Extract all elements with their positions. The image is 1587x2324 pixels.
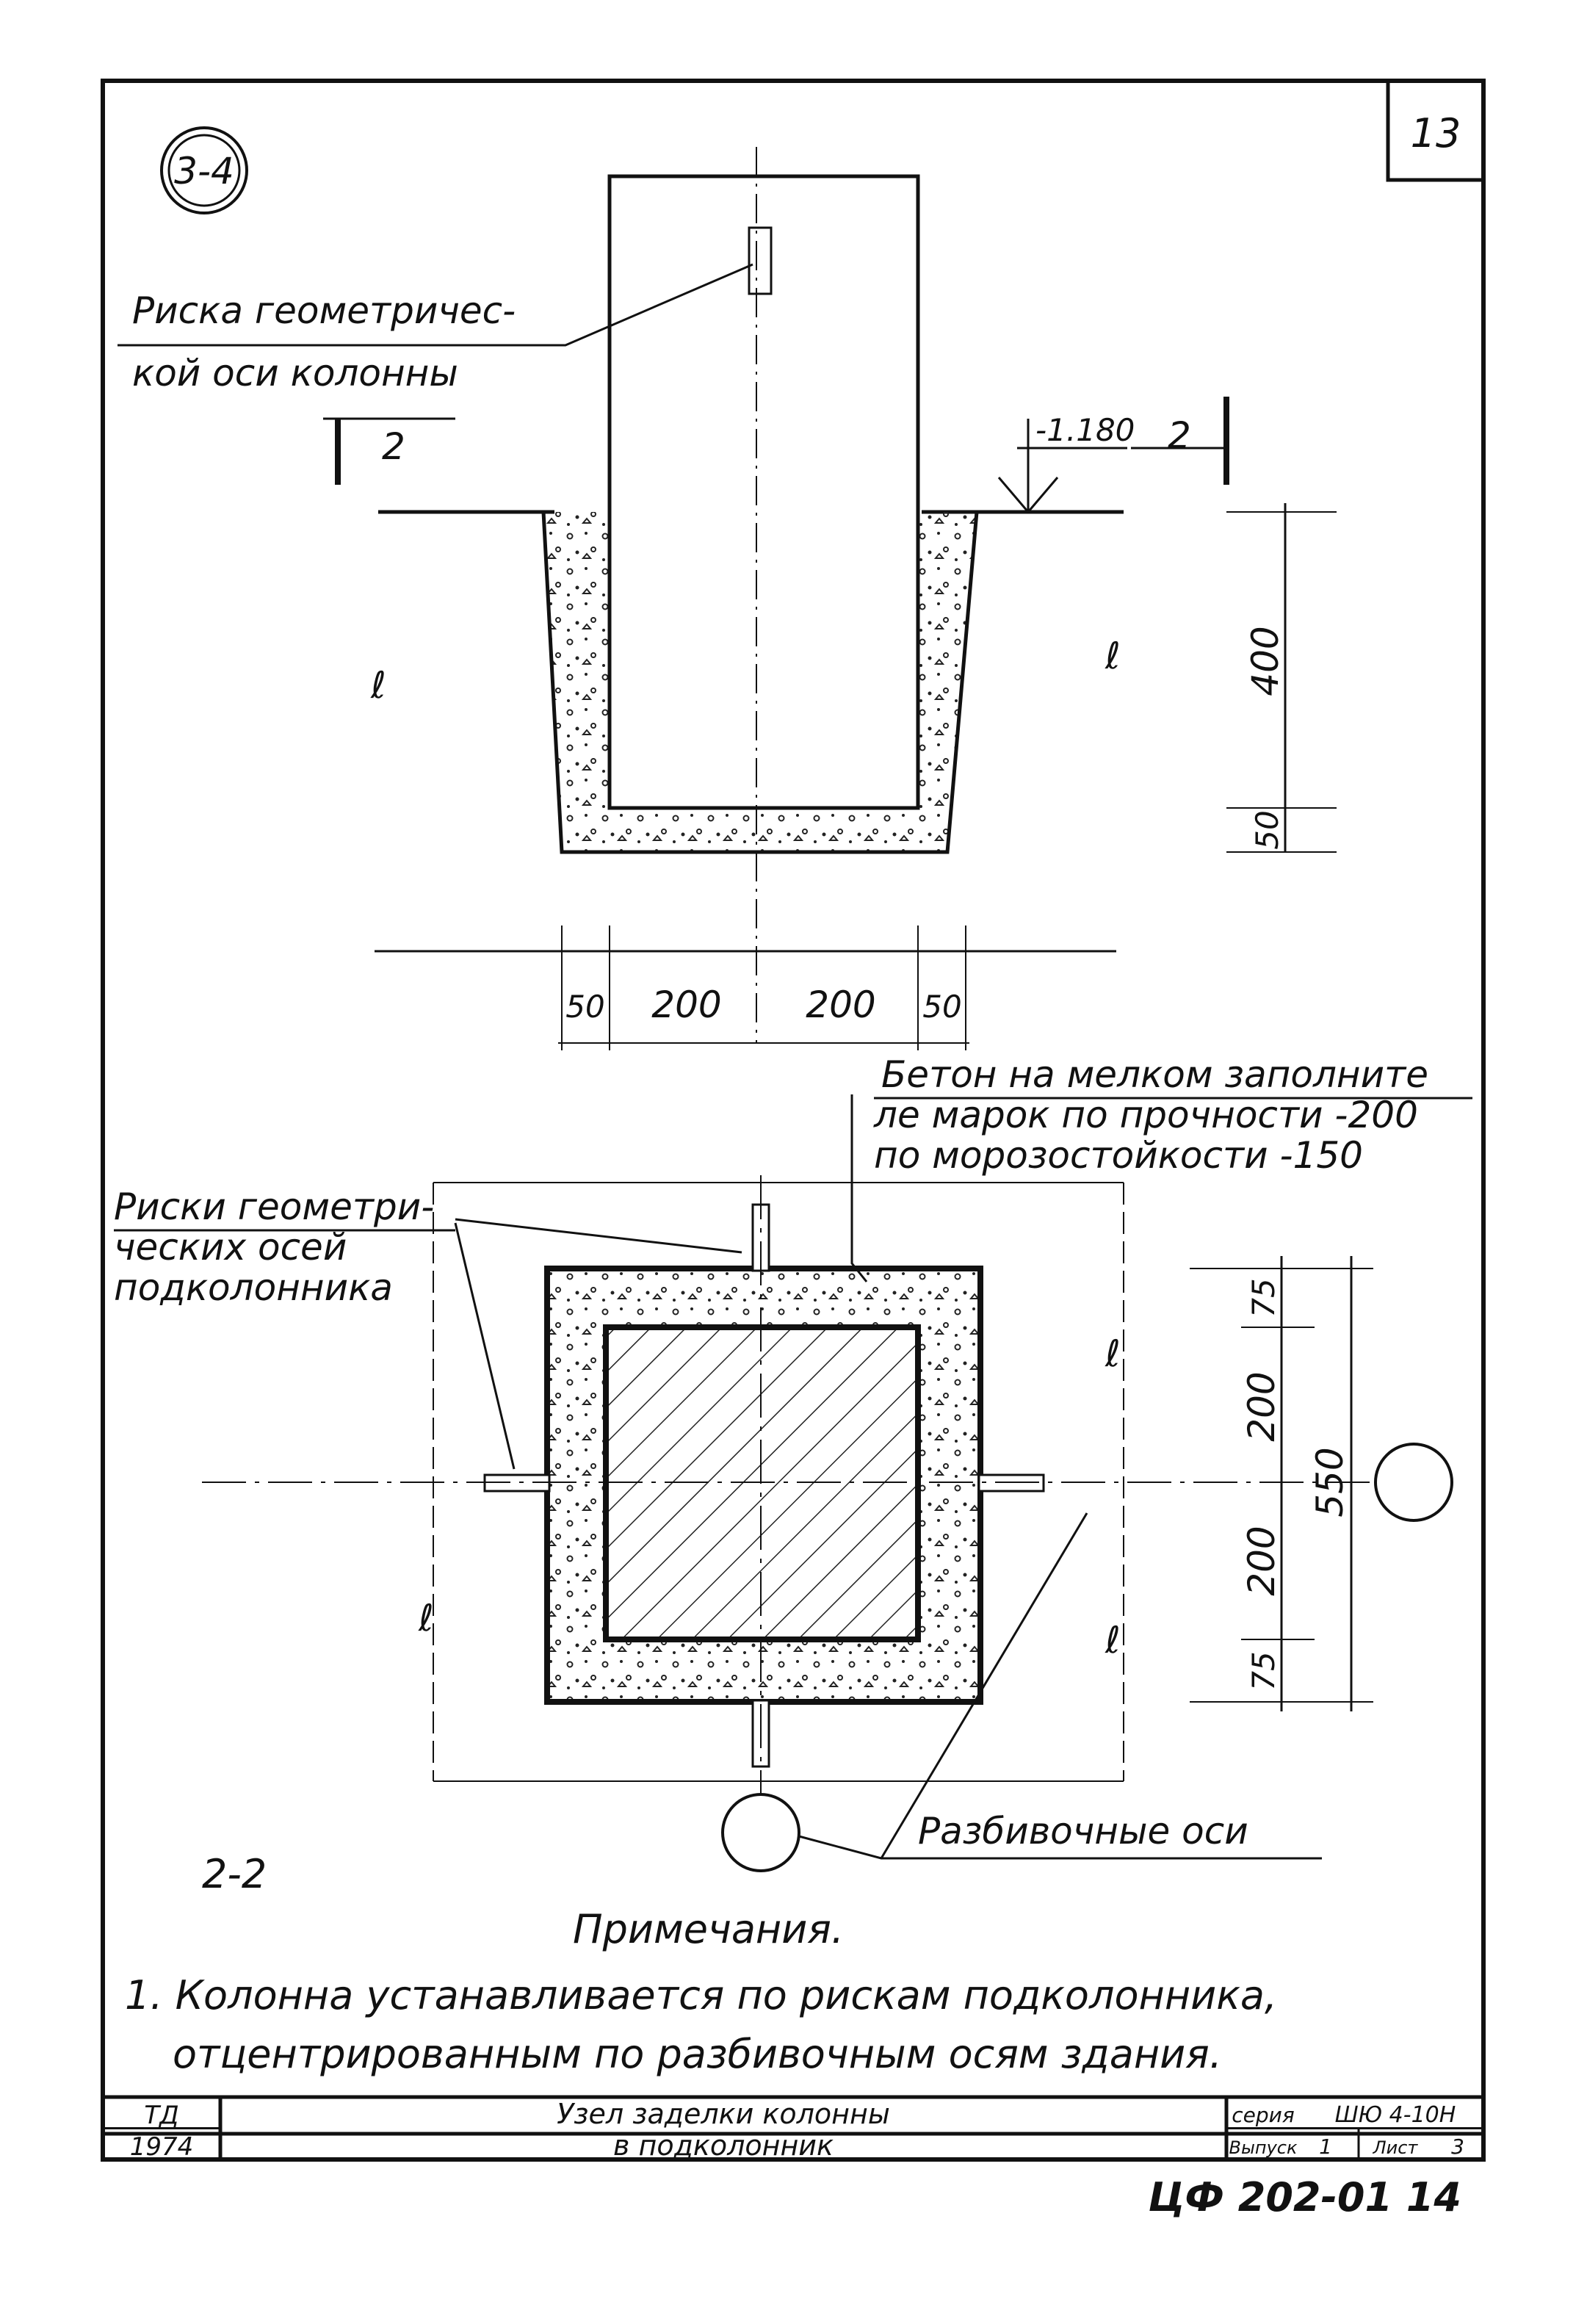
svg-text:ℓ: ℓ	[418, 1597, 434, 1639]
dim-50-vert: 50	[1249, 810, 1285, 849]
dim-200-right: 200	[806, 984, 875, 1026]
sheet-label: Лист	[1373, 2137, 1419, 2158]
dim-200-left: 200	[651, 984, 721, 1026]
plan-section: Бетон на мелком заполните ле марок по пр…	[114, 1053, 1472, 1897]
label-layout-axes: Разбивочные оси	[918, 1810, 1248, 1852]
title-org: ТД	[144, 2101, 178, 2130]
label-concrete-3: по морозостойкости -150	[874, 1134, 1363, 1177]
svg-text:ℓ: ℓ	[1105, 635, 1121, 677]
dim-400: 400	[1244, 626, 1287, 696]
dim-200-top: 200	[1240, 1371, 1283, 1441]
sheet-number: 13	[1411, 110, 1461, 156]
label-axis-marks-1: Риски геометри-	[114, 1186, 434, 1228]
svg-text:ℓ: ℓ	[370, 664, 386, 707]
svg-text:ℓ: ℓ	[1105, 1332, 1121, 1375]
series-label: серия	[1232, 2103, 1294, 2127]
title-year: 1974	[130, 2132, 194, 2162]
title-line2: в подколонник	[613, 2129, 834, 2162]
issue-label: Выпуск	[1229, 2137, 1298, 2158]
sheet-frame	[101, 79, 1486, 2162]
label-column-axis-1: Риска геометричес-	[132, 289, 516, 332]
dim-50-left: 50	[565, 989, 604, 1025]
notes-heading: Примечания.	[573, 1906, 844, 1952]
column-elevation	[607, 174, 920, 810]
label-axis-marks-2: ческих осей	[114, 1226, 347, 1269]
cut-mark-right: 2	[1168, 414, 1191, 457]
notes: Примечания. 1. Колонна устанавливается п…	[125, 1906, 1277, 2077]
notes-line2: отцентрированным по разбивочным осям зда…	[173, 2031, 1222, 2077]
label-concrete-1: Бетон на мелком заполните	[881, 1053, 1428, 1096]
label-axis-marks-3: подколонника	[114, 1266, 393, 1309]
level-mark: -1.180	[1035, 412, 1135, 448]
section-label: 2-2	[202, 1851, 267, 1897]
sheet-value: 3	[1451, 2134, 1464, 2159]
dim-50-right: 50	[922, 989, 961, 1025]
sheet-number-box: 13	[1386, 81, 1483, 182]
axis-bubble-right	[1374, 1443, 1453, 1522]
elevation-section: Риска геометричес- кой оси колонны 2 2 -…	[118, 147, 1337, 1050]
dim-550: 550	[1309, 1447, 1351, 1517]
node-marker: 3-4	[160, 126, 248, 214]
svg-text:ℓ: ℓ	[1105, 1619, 1121, 1661]
node-marker-label: 3-4	[174, 150, 234, 192]
series-value: ШЮ 4-10Н	[1335, 2102, 1456, 2128]
dim-200-bottom: 200	[1240, 1526, 1283, 1595]
axis-bubble-bottom	[721, 1793, 800, 1872]
title-line1: Узел заделки колонны	[557, 2098, 890, 2130]
notes-line1: 1. Колонна устанавливается по рискам под…	[125, 1972, 1277, 2018]
dim-75-top: 75	[1246, 1278, 1281, 1317]
cut-mark-left: 2	[382, 425, 405, 468]
label-concrete-2: ле марок по прочности -200	[873, 1094, 1418, 1136]
label-column-axis-2: кой оси колонны	[132, 352, 458, 394]
archive-code: ЦФ 202-01 14	[1148, 2174, 1461, 2220]
grout-fill	[543, 512, 977, 852]
issue-value: 1	[1319, 2134, 1332, 2159]
dim-75-bottom: 75	[1246, 1651, 1281, 1690]
